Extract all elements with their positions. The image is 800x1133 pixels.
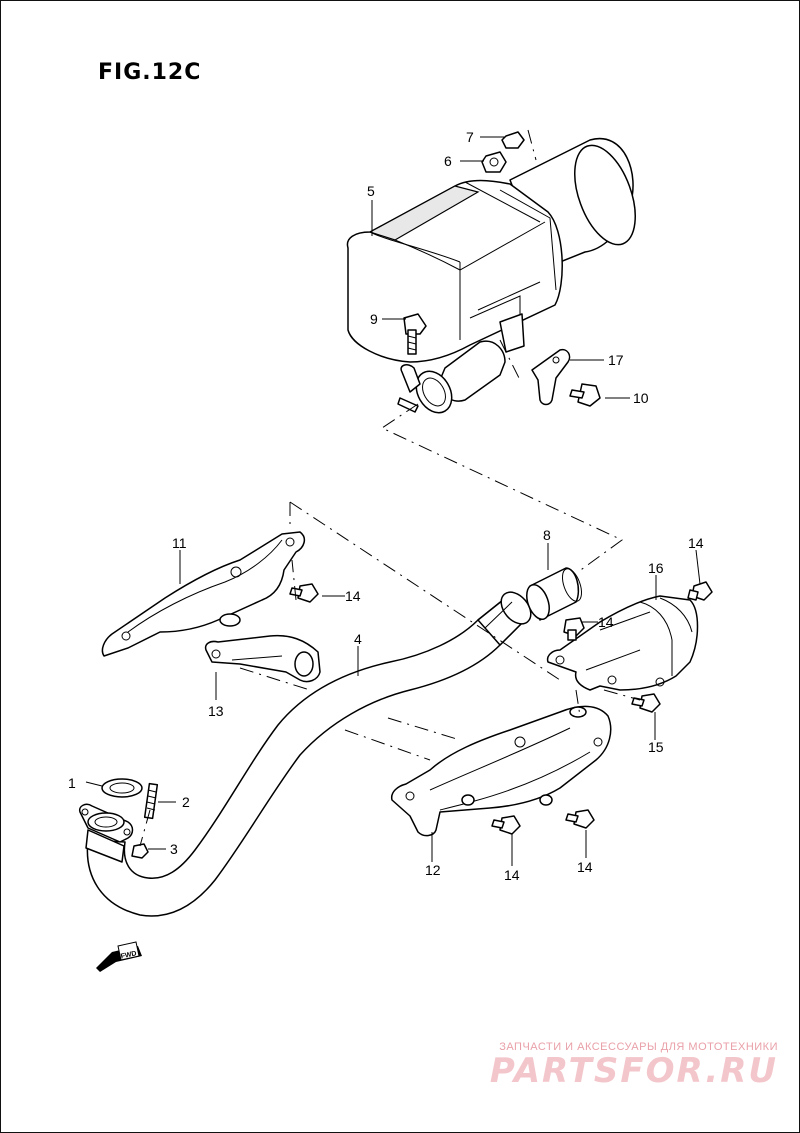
figure-title: FIG.12C	[98, 60, 202, 85]
gasket-1	[101, 778, 143, 798]
muffler	[346, 137, 636, 414]
callout-6: 6	[444, 153, 452, 169]
nut-6	[481, 151, 507, 173]
bolt-9	[403, 313, 427, 355]
callout-14-b: 14	[688, 535, 704, 551]
callout-10: 10	[633, 390, 649, 406]
callout-15: 15	[648, 739, 664, 755]
callout-12: 12	[425, 862, 441, 878]
callout-14-d: 14	[504, 867, 520, 883]
cover-12	[390, 705, 612, 837]
bolt-15	[631, 693, 661, 713]
bolt-14-d	[491, 815, 521, 835]
bracket-17	[531, 348, 571, 406]
sleeve-8	[526, 567, 583, 621]
bolt-14-b	[687, 581, 713, 601]
callout-4: 4	[354, 631, 362, 647]
callout-2: 2	[182, 794, 190, 810]
bracket-13	[204, 634, 321, 683]
watermark-brand: PARTSFOR.RU	[489, 1051, 778, 1091]
callout-14-a: 14	[345, 588, 361, 604]
bolt-14-e	[565, 809, 595, 829]
callout-14-c: 14	[598, 614, 614, 630]
callout-11: 11	[172, 535, 187, 551]
bolt-10	[569, 383, 601, 407]
callout-5: 5	[367, 183, 375, 199]
fwd-arrow: FWD	[96, 941, 142, 972]
callout-3: 3	[170, 841, 178, 857]
bolt-14-c	[563, 617, 585, 641]
callout-9: 9	[370, 311, 378, 327]
nut-7	[501, 131, 525, 149]
bracket-17-hole	[552, 356, 560, 364]
stud-2	[143, 782, 159, 820]
leader-lines	[85, 136, 701, 866]
callout-8: 8	[543, 527, 551, 543]
cover-11	[101, 531, 306, 657]
nut-3	[131, 843, 149, 859]
assembly-lines	[139, 129, 641, 847]
fwd-label: FWD	[120, 950, 137, 960]
watermark: ЗАПЧАСТИ И АКСЕССУАРЫ ДЛЯ МОТОТЕХНИКИ PA…	[490, 1041, 778, 1089]
callout-1: 1	[68, 775, 76, 791]
watermark-subtitle: ЗАПЧАСТИ И АКСЕССУАРЫ ДЛЯ МОТОТЕХНИКИ	[499, 1041, 778, 1053]
callout-13: 13	[208, 703, 224, 719]
callout-7: 7	[466, 129, 474, 145]
callout-16: 16	[648, 560, 664, 576]
callout-labels: 1 2 3 4 5 6 7 8 9 10 11 12 13 14 14 14 1…	[68, 129, 704, 883]
exhaust-pipe	[78, 591, 532, 917]
bolt-14-a	[289, 583, 319, 603]
callout-17: 17	[608, 352, 624, 368]
callout-14-e: 14	[577, 859, 593, 875]
cover-16	[546, 595, 699, 691]
